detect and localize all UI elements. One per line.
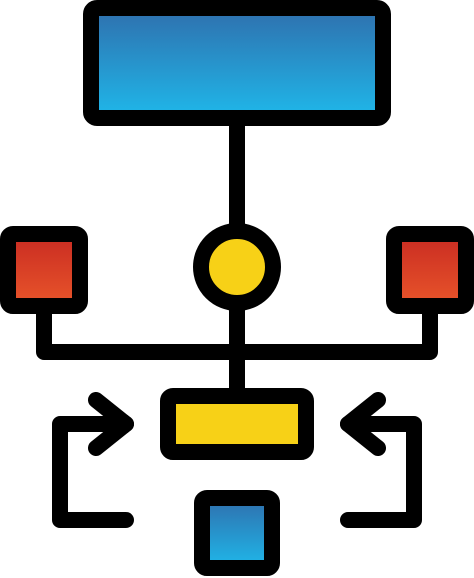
bottom-box bbox=[194, 490, 280, 576]
process-bar bbox=[160, 388, 314, 460]
connector-lines bbox=[36, 118, 438, 396]
top-box bbox=[83, 0, 391, 126]
branch-line bbox=[36, 306, 438, 360]
left-loop-arrow-icon bbox=[52, 392, 134, 528]
hub-circle bbox=[193, 223, 281, 311]
right-box bbox=[386, 226, 474, 314]
right-loop-arrow-icon bbox=[340, 392, 422, 528]
left-box bbox=[0, 226, 88, 314]
